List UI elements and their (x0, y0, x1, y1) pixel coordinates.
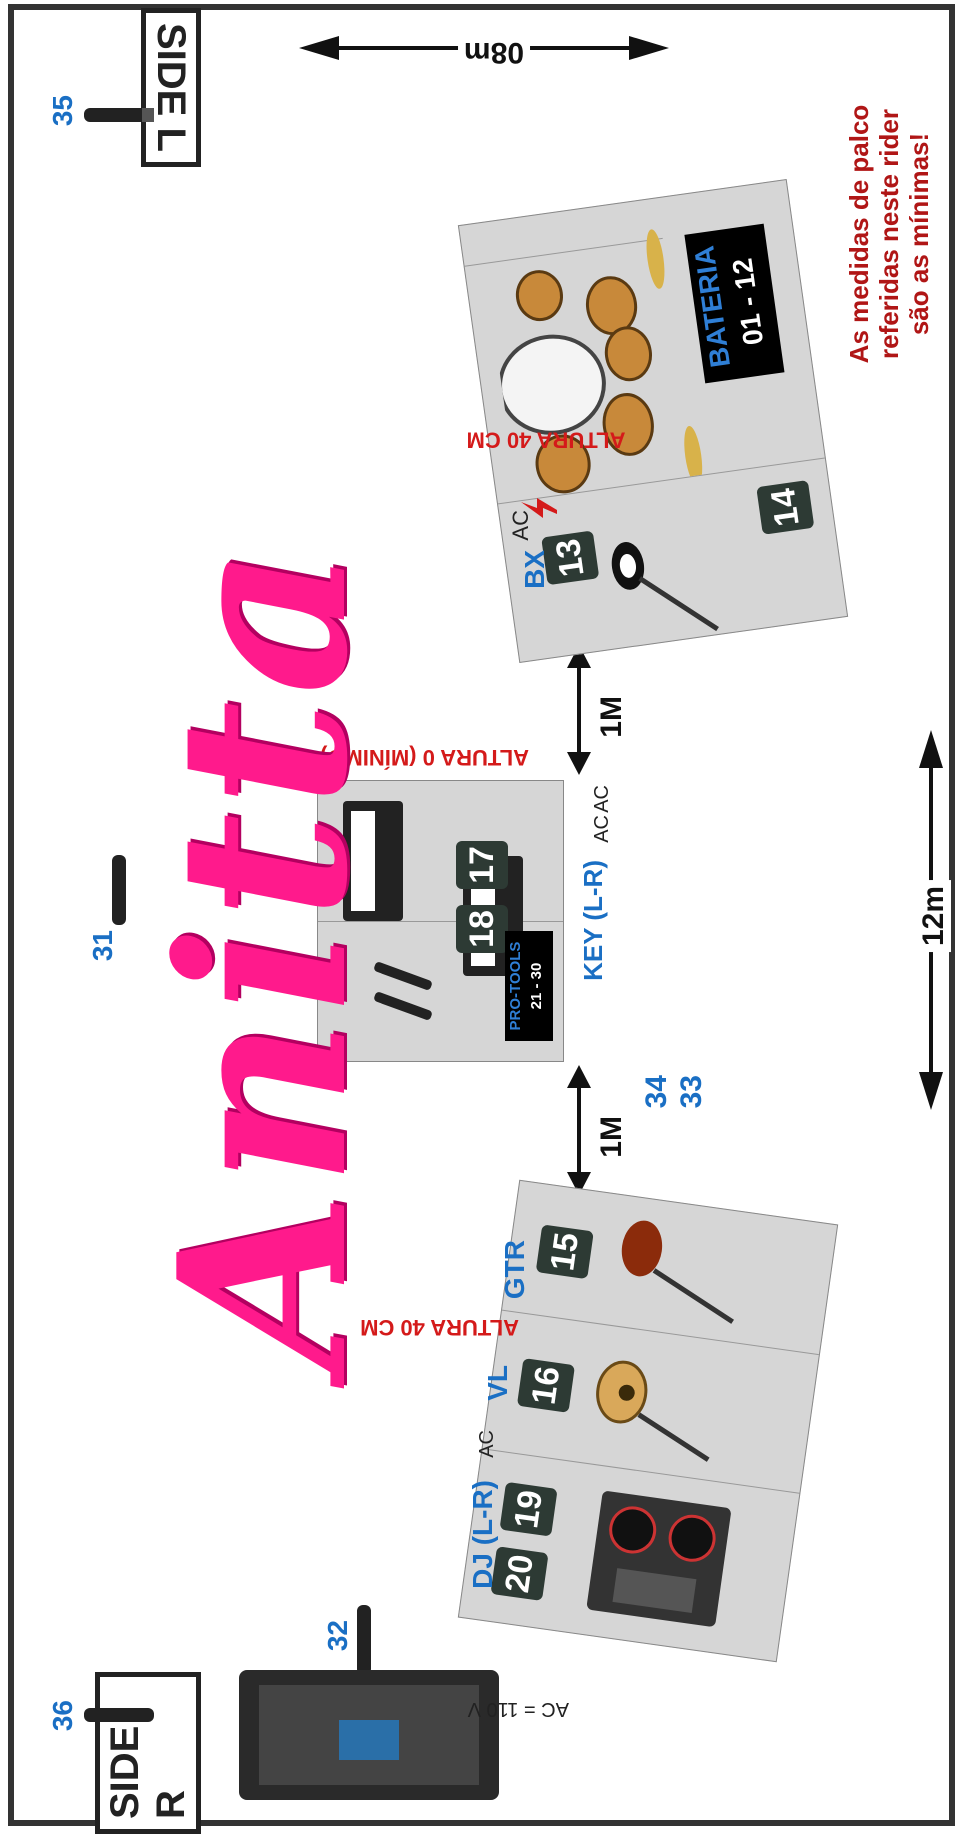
mic-34-label: 34 (640, 1075, 674, 1108)
console-screen (339, 1720, 399, 1760)
keys-ac-2: AC (591, 815, 614, 843)
mic-36-body (84, 1708, 154, 1722)
protools-label: PRO-TOOLS (505, 931, 527, 1041)
protools-range: 21 - 30 (527, 931, 547, 1041)
gap-label-2: 1M (595, 1110, 629, 1164)
acoustic-neck (634, 1415, 713, 1460)
dj-label: DJ (L-R) (467, 1480, 499, 1589)
bass-neck (640, 569, 718, 639)
gtr-label: GTR (499, 1240, 531, 1299)
note-line-1: As medidas de palco (844, 74, 874, 394)
mic-31-label: 31 (87, 930, 119, 961)
artist-logo: Anitta (129, 540, 399, 1371)
width-label: 12m (917, 880, 951, 952)
mic-31-icon (104, 850, 134, 930)
bass-label: BX (519, 550, 551, 589)
channel-16: 16 (517, 1358, 575, 1413)
mic-35-grille (142, 108, 154, 122)
channel-18: 18 (456, 905, 508, 953)
channel-14: 14 (756, 480, 814, 535)
gap-label-1: 1M (595, 690, 629, 744)
power-bolt-icon (519, 492, 559, 522)
channel-15: 15 (536, 1224, 594, 1279)
depth-arrow-head-top (629, 36, 669, 60)
gap-arrow-2-head-left (567, 1065, 591, 1088)
mic-36-label: 36 (47, 1700, 79, 1731)
dj-controller-icon (581, 1485, 738, 1633)
mic-31-body (112, 855, 126, 925)
bass-drum-head (494, 330, 610, 440)
mixing-console-icon (219, 1650, 519, 1820)
mic-36-icon (79, 1700, 159, 1730)
cymbal-1 (643, 228, 667, 290)
channel-19: 19 (499, 1482, 557, 1537)
mic-33-label: 33 (675, 1075, 709, 1108)
drum-riser-height: ALTURA 40 CM (467, 426, 626, 452)
bass-guitar-icon (594, 522, 738, 649)
drum-riser: BATERIA 01 - 12 13 14 (458, 179, 848, 663)
acoustic-guitar-icon (573, 1342, 737, 1472)
vl-label: VL (482, 1365, 514, 1401)
depth-arrow-head-bottom (299, 36, 339, 60)
note-line-3: são as mínimas! (904, 74, 934, 394)
channel-20: 20 (490, 1546, 548, 1601)
stage-note: As medidas de palco referidas neste ride… (844, 74, 934, 394)
electric-guitar-icon (593, 1203, 757, 1333)
channel-17: 17 (456, 841, 508, 889)
depth-label: 08m (458, 35, 530, 69)
note-line-2: referidas neste rider (874, 74, 904, 394)
protools-box: PRO-TOOLS 21 - 30 (505, 931, 553, 1041)
snare (514, 269, 564, 323)
keys-label: KEY (L-R) (578, 860, 609, 981)
guitar-ac-label: AC (476, 1430, 499, 1458)
mic-32-label: 32 (322, 1620, 354, 1651)
width-arrow-head-right (919, 1072, 943, 1110)
gtr-neck (648, 1270, 738, 1321)
mic-35-icon (79, 100, 159, 130)
gtr-body (618, 1218, 665, 1279)
width-arrow-head-left (919, 730, 943, 768)
side-right-label: SIDE R (95, 1672, 201, 1834)
gap-arrow-1-head-right (567, 752, 591, 775)
mixer-power-label: AC = 110 V (468, 1697, 569, 1720)
keys-ac-1: AC (591, 785, 614, 813)
mic-35-label: 35 (47, 95, 79, 126)
drum-kit-icon (482, 215, 716, 500)
